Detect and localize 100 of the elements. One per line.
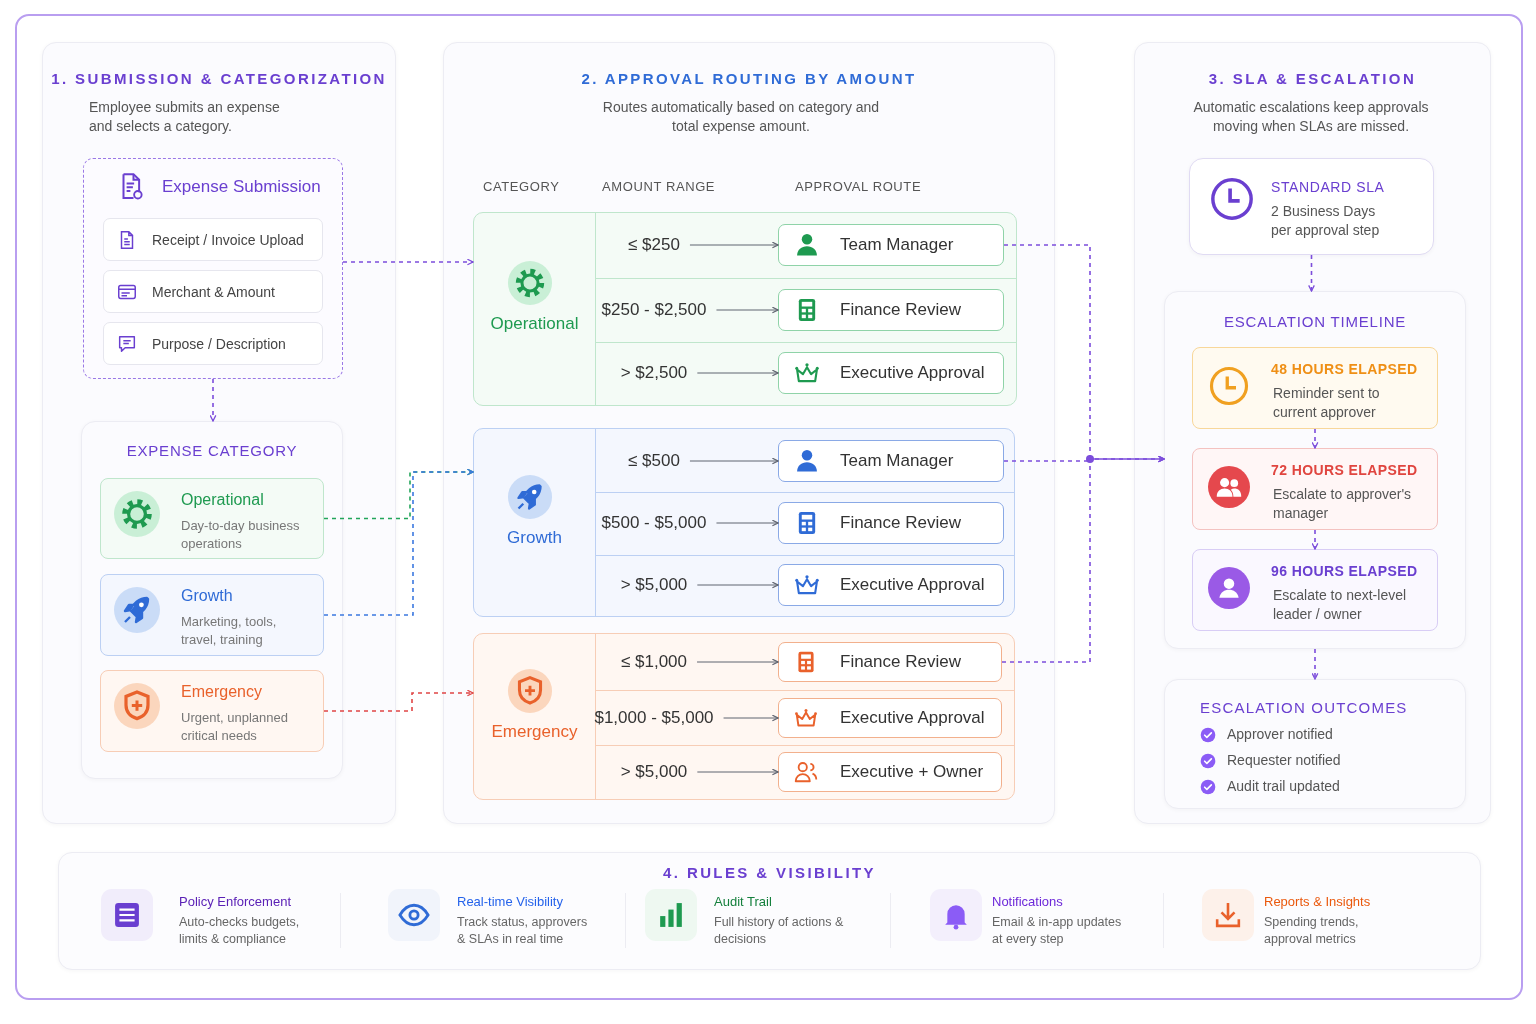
routing-group [473,212,1017,406]
outcome-item: Audit trail updated [1227,778,1340,794]
approver-box [778,224,1004,266]
routing-group [473,428,1015,617]
column-header: CATEGORY [483,179,560,194]
amount-range: $500 - $5,000 [601,513,707,533]
dashed-arrow [209,378,217,422]
arrow [696,768,779,776]
approver-box [778,752,1002,792]
section-title: 3. SLA & ESCALATION [1207,70,1418,87]
amount-range: ≤ $1,000 [620,652,688,672]
column-header: AMOUNT RANGE [602,179,716,194]
routing-group [473,633,1015,800]
feature-description: Full history of actions & decisions [714,914,845,948]
escalation-description: Reminder sent to current approver [1273,384,1381,422]
approver-box [778,352,1004,394]
approver-box [778,440,1004,482]
column-header: APPROVAL ROUTE [795,179,922,194]
arrow [696,369,779,377]
amount-range: > $5,000 [620,575,688,595]
approver-name: Team Manager [840,450,954,471]
category-name: Operational [181,491,264,509]
approver-name: Finance Review [840,299,961,320]
submission-form [83,158,343,379]
category-name: Emergency [490,721,579,742]
category-panel-title: EXPENSE CATEGORY [125,442,299,459]
amount-range: $250 - $2,500 [601,300,707,320]
timeline-title: ESCALATION TIMELINE [1222,313,1408,330]
category-card [100,478,324,559]
section-panel [42,42,396,824]
form-field [103,218,323,261]
dashed-arrow [1311,648,1319,680]
category-description: Urgent, unplanned critical needs [181,709,289,745]
form-title: Expense Submission [162,177,321,197]
approver-name: Executive Approval [840,574,985,595]
approver-box [778,289,1004,331]
amount-range: > $2,500 [620,363,688,383]
rules-panel [58,852,1481,970]
feature-description: Auto-checks budgets, limits & compliance [179,914,301,948]
section-panel [443,42,1055,824]
section-title: 1. SUBMISSION & CATEGORIZATION [50,70,388,87]
feature-description: Spending trends, approval metrics [1264,914,1360,948]
amount-range: ≤ $500 [628,451,680,471]
arrow [689,241,779,249]
category-panel [81,421,343,779]
approver-box [778,698,1002,738]
approver-name: Executive + Owner [840,761,984,782]
sla-title: STANDARD SLA [1271,179,1385,195]
arrow [696,658,779,666]
approver-box [778,502,1004,544]
escalation-description: Escalate to next-level leader / owner [1273,586,1408,624]
category-name: Emergency [181,683,262,701]
dashed-arrow [1001,455,1165,663]
approver-name: Executive Approval [840,362,985,383]
escalation-description: Escalate to approver's manager [1273,485,1413,523]
outcomes-panel [1164,679,1466,809]
timeline-panel [1164,291,1466,649]
arrow [696,581,779,589]
dashed-arrow [1311,428,1319,449]
dashed-arrow [323,689,474,712]
approver-name: Finance Review [840,512,961,533]
field-label: Merchant & Amount [152,284,275,300]
arrow [715,306,779,314]
section-panel [1134,42,1491,824]
amount-range: $1,000 - $5,000 [594,708,714,728]
approver-box [778,642,1002,682]
section-description: Automatic escalations keep approvals moving when SLAs are missed. [1192,98,1430,136]
approver-box [778,564,1004,606]
dashed-arrow [1308,254,1315,292]
escalation-step [1192,448,1438,530]
feature-title: Audit Trail [714,894,772,909]
feature-title: Real-time Visibility [457,894,563,909]
dashed-arrow [323,468,474,616]
sla-card [1189,158,1434,255]
category-description: Marketing, tools, travel, training [181,613,278,649]
field-label: Receipt / Invoice Upload [152,232,304,248]
escalation-step [1192,549,1438,631]
dashed-arrow [342,258,474,266]
feature-description: Track status, approvers & SLAs in real time [457,914,589,948]
escalation-step [1192,347,1438,429]
outcome-item: Approver notified [1227,726,1333,742]
amount-range: ≤ $250 [628,235,680,255]
arrow [723,714,779,722]
category-name: Growth [506,527,563,548]
outcomes-title: ESCALATION OUTCOMES [1200,699,1408,716]
form-field [103,322,323,365]
feature-description: Email & in-app updates at every step [992,914,1123,948]
approver-name: Finance Review [840,651,961,672]
dashed-arrow [1311,529,1319,550]
form-field [103,270,323,313]
approver-name: Executive Approval [840,707,985,728]
escalation-title: 72 HOURS ELAPSED [1271,462,1418,478]
feature-title: Policy Enforcement [179,894,291,909]
sla-description: 2 Business Days per approval step [1271,202,1381,240]
category-card [100,670,324,752]
category-name: Growth [181,587,233,605]
escalation-title: 48 HOURS ELAPSED [1271,361,1418,377]
section-description: Routes automatically based on category and total expense amount. [601,98,881,136]
approver-name: Team Manager [840,234,954,255]
amount-range: > $5,000 [620,762,688,782]
